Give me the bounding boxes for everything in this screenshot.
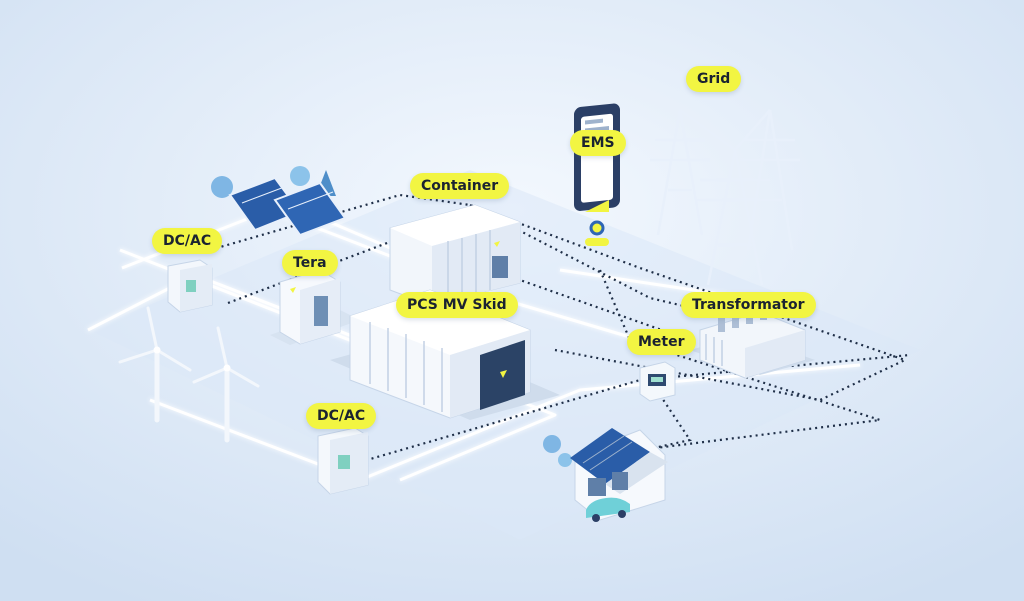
house-illustration	[543, 428, 668, 522]
transformator-illustration	[690, 306, 815, 379]
container-label: Container	[410, 173, 510, 199]
solar-panels-illustration	[211, 166, 347, 237]
tera-battery-illustration	[270, 269, 360, 345]
pcs-mv-skid-label: PCS MV Skid	[396, 292, 518, 318]
meter-illustration	[639, 361, 676, 402]
ems-label: EMS	[570, 130, 626, 156]
meter-label: Meter	[627, 329, 696, 355]
grid-label: Grid	[686, 66, 742, 92]
dcac-top-label: DC/AC	[152, 228, 223, 254]
grid-towers-illustration	[650, 108, 800, 286]
wind-turbines-illustration	[118, 306, 260, 443]
dcac-bottom-label: DC/AC	[306, 403, 377, 429]
tera-label: Tera	[282, 250, 338, 276]
container-illustration	[389, 204, 521, 306]
transformator-label: Transformator	[681, 292, 816, 318]
dcac-inverter-bottom-illustration	[317, 427, 369, 495]
pcs-mv-skid-illustration	[330, 289, 560, 420]
dcac-inverter-top-illustration	[167, 259, 213, 313]
